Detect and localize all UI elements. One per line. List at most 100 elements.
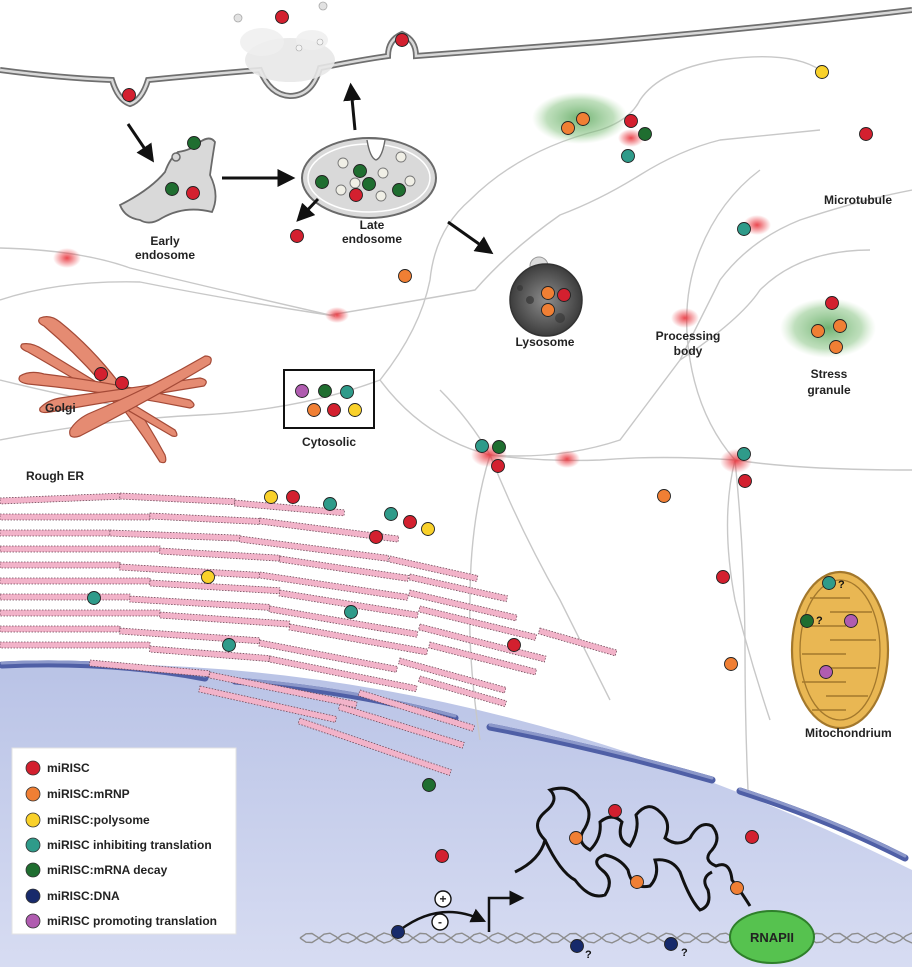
mirisc-dot	[369, 530, 383, 544]
mirisc-dot	[344, 605, 358, 619]
mirisc-dot	[295, 384, 309, 398]
golgi	[18, 316, 212, 464]
promoter-arrow	[487, 890, 525, 932]
mirisc-dot	[94, 367, 108, 381]
mirisc-dot	[561, 121, 575, 135]
rnapii	[729, 910, 815, 964]
mirisc-dot	[657, 489, 671, 503]
golgi-label: Golgi	[45, 401, 76, 415]
mirisc-dot	[492, 440, 506, 454]
mitochondrion-label: Mitochondrium	[805, 726, 892, 740]
mirisc-dot	[403, 515, 417, 529]
mirisc-dot	[800, 614, 814, 628]
legend-label: miRISC	[47, 761, 90, 775]
legend-label: miRISC:DNA	[47, 889, 120, 903]
mirisc-dot	[819, 665, 833, 679]
mirisc-dot	[318, 384, 332, 398]
mirisc-dot	[859, 127, 873, 141]
mirisc-dot	[724, 657, 738, 671]
trafficking-arrows	[126, 82, 494, 255]
stress-granule-label-1: Stress	[811, 367, 848, 381]
labels: Early endosome Late endosome Lysosome Pr…	[26, 193, 892, 961]
mirisc-dot	[122, 88, 136, 102]
mirisc-dot	[811, 324, 825, 338]
rough-er	[0, 492, 618, 777]
mirisc-dot	[392, 183, 406, 197]
mirisc-dot	[327, 403, 341, 417]
mirisc-dot	[187, 136, 201, 150]
mirisc-dot	[738, 474, 752, 488]
legend-swatch	[25, 760, 41, 776]
early-endosome-label-1: Early	[150, 234, 180, 248]
mirisc-dot	[435, 849, 449, 863]
early-endosome-label-2: endosome	[135, 248, 195, 262]
mirisc-dot	[115, 376, 129, 390]
mirisc-dot	[348, 403, 362, 417]
mirisc-dot	[822, 576, 836, 590]
early-endosome	[118, 137, 217, 224]
mirisc-dot	[630, 875, 644, 889]
legend-label: miRISC inhibiting translation	[47, 838, 212, 852]
mirisc-dot	[307, 403, 321, 417]
legend-swatch	[25, 862, 41, 878]
mirisc-dot	[576, 112, 590, 126]
processing-body-label-2: body	[674, 344, 703, 358]
processing-body-label-1: Processing	[656, 329, 721, 343]
mirisc-dot	[186, 186, 200, 200]
mirisc-dot	[422, 778, 436, 792]
mirisc-dot	[815, 65, 829, 79]
question-mark: ?	[585, 949, 592, 961]
legend-label: miRISC:mRNA decay	[47, 863, 168, 877]
microtubule-network	[0, 55, 912, 791]
mirisc-dot	[165, 182, 179, 196]
question-mark: ?	[838, 579, 845, 591]
mirisc-dot	[384, 507, 398, 521]
lysosome	[509, 256, 583, 337]
mirisc-dot	[716, 570, 730, 584]
mirisc-dot	[290, 229, 304, 243]
mirisc-dot	[323, 497, 337, 511]
legend-panel	[11, 747, 237, 935]
lysosome-label: Lysosome	[516, 335, 575, 349]
exocytosis-cloud	[233, 1, 335, 82]
mirisc-dot	[264, 490, 278, 504]
mirisc-dot	[349, 188, 363, 202]
mirisc-dot	[353, 164, 367, 178]
mirisc-dot	[621, 149, 635, 163]
mirisc-dot	[541, 303, 555, 317]
minus-symbol	[431, 913, 449, 931]
microtubule-label: Microtubule	[824, 193, 892, 207]
question-mark: ?	[816, 615, 823, 627]
legend-label: miRISC:mRNP	[47, 787, 130, 801]
mirisc-dot	[421, 522, 435, 536]
legend-swatch	[25, 812, 41, 828]
legend-entries: miRISC miRISC:mRNP miRISC:polysome miRIS…	[25, 760, 217, 929]
mirisc-dot	[507, 638, 521, 652]
legend-swatch	[25, 913, 41, 929]
rough-er-label: Rough ER	[26, 469, 84, 483]
mirisc-dot	[664, 937, 678, 951]
mirisc-dot	[833, 319, 847, 333]
regulation-arc	[399, 908, 487, 932]
mirisc-dot	[275, 10, 289, 24]
mirisc-dot	[201, 570, 215, 584]
question-mark: ?	[681, 947, 688, 959]
mirisc-dot	[87, 591, 101, 605]
mirisc-dot	[286, 490, 300, 504]
plus-label: +	[439, 892, 446, 906]
late-endosome-label-2: endosome	[342, 232, 402, 246]
cytosolic-box	[283, 369, 375, 429]
mirisc-dot	[362, 177, 376, 191]
mirisc-complexes	[87, 10, 873, 953]
mirisc-dot	[745, 830, 759, 844]
stress-granule-label-2: granule	[807, 383, 851, 397]
mirisc-dot	[222, 638, 236, 652]
legend-label: miRISC promoting translation	[47, 914, 217, 928]
legend-swatch	[25, 837, 41, 853]
mirisc-dot	[638, 127, 652, 141]
mirisc-dot	[395, 33, 409, 47]
legend-swatch	[25, 786, 41, 802]
mirisc-dot	[829, 340, 843, 354]
